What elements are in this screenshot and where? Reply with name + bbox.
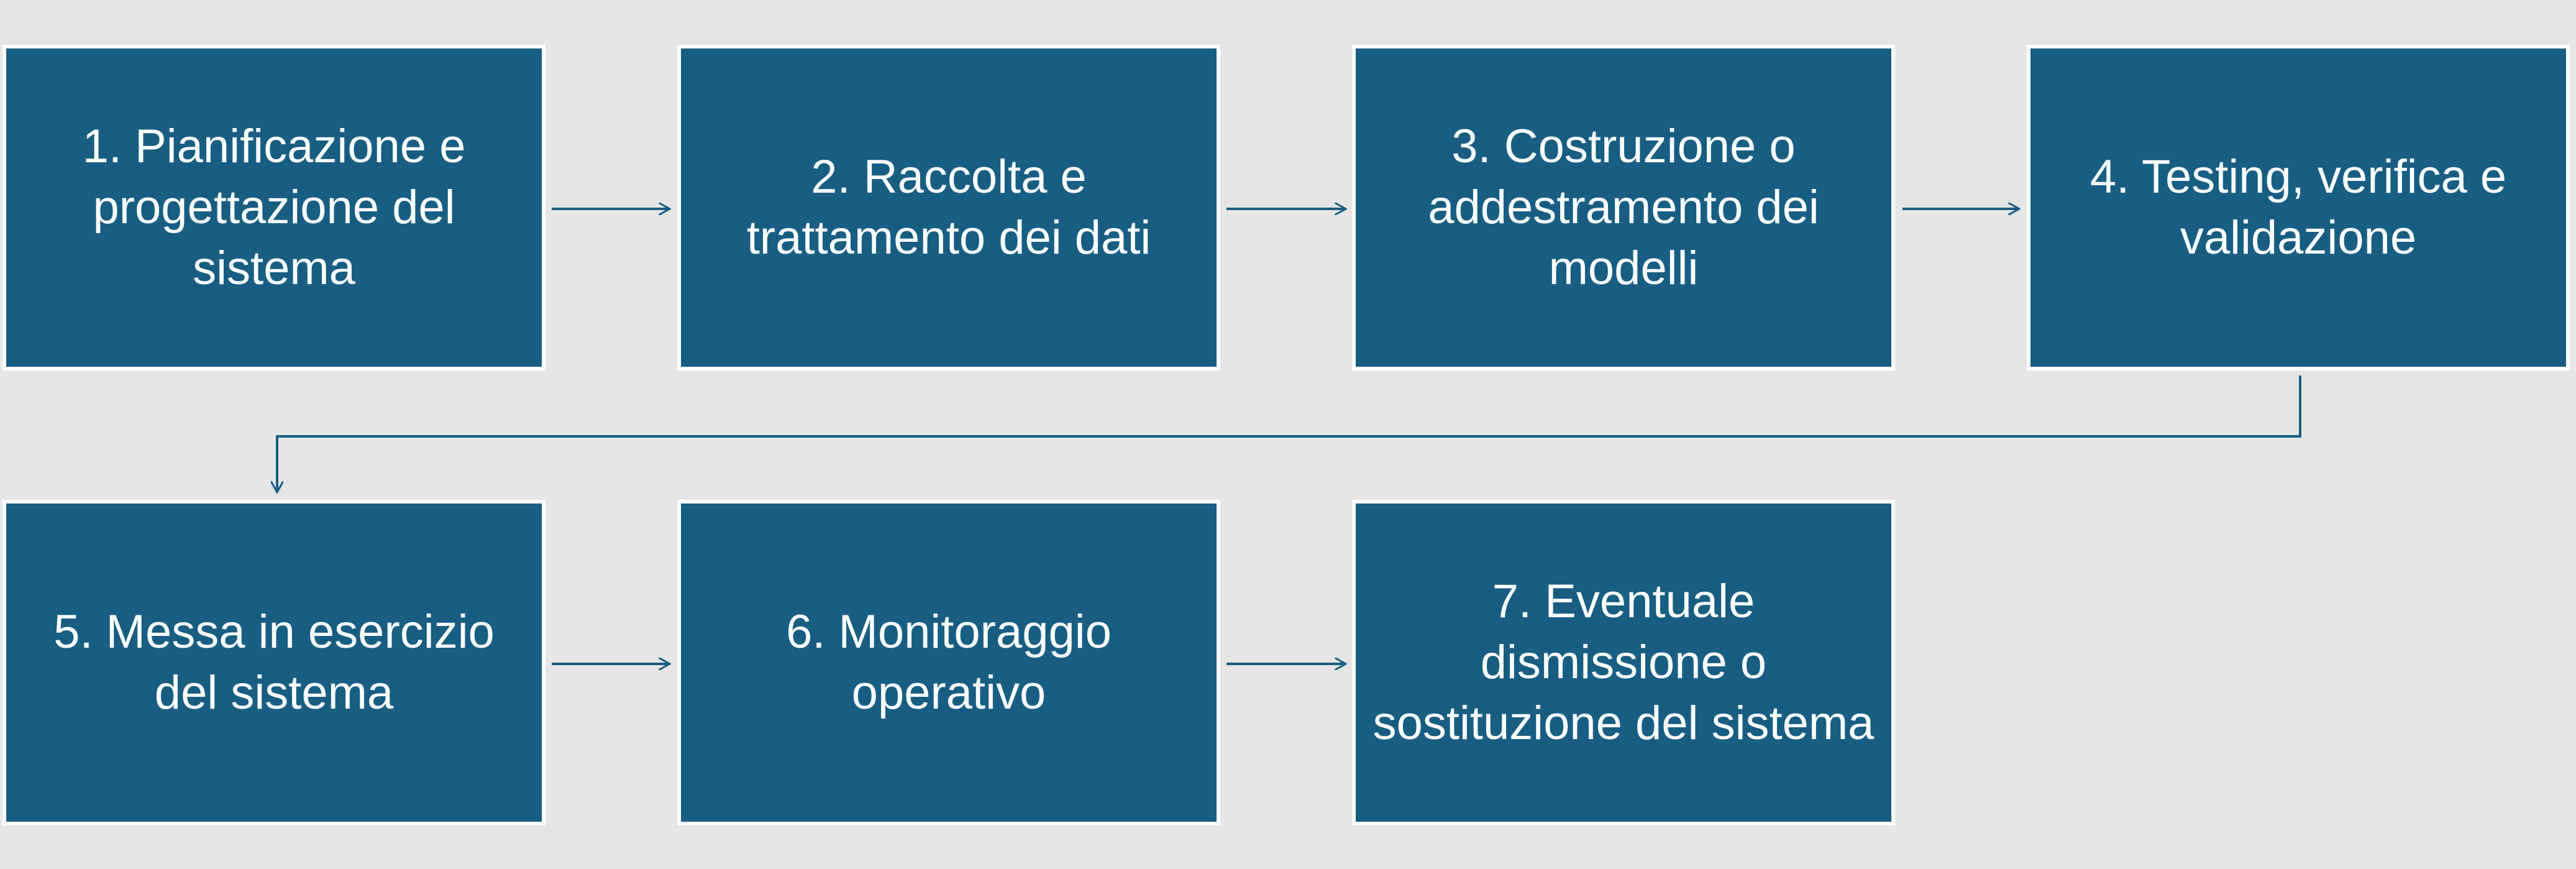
step-3-label: 3. Costruzione o addestramento dei model…: [1428, 120, 1819, 295]
step-2-box: 2. Raccolta e trattamento dei dati: [677, 45, 1220, 370]
step-1-label: 1. Pianificazione e progettazione del si…: [82, 120, 466, 295]
step-4-label: 4. Testing, verifica e validazione: [2090, 150, 2507, 264]
step-1-box: 1. Pianificazione e progettazione del si…: [2, 45, 546, 370]
step-6-label: 6. Monitoraggio operativo: [786, 605, 1112, 719]
step-5-label: 5. Messa in esercizio del sistema: [53, 605, 495, 719]
step-2-label: 2. Raccolta e trattamento dei dati: [746, 150, 1151, 264]
step-7-label: 7. Eventuale dismissione o sostituzione …: [1372, 575, 1875, 750]
step-3-box: 3. Costruzione o addestramento dei model…: [1352, 45, 1895, 370]
step-7-box: 7. Eventuale dismissione o sostituzione …: [1352, 500, 1895, 825]
step-5-box: 5. Messa in esercizio del sistema: [2, 500, 546, 825]
arrow-step-4-to-5: [277, 375, 2301, 492]
step-4-box: 4. Testing, verifica e validazione: [2027, 45, 2570, 370]
step-6-box: 6. Monitoraggio operativo: [677, 500, 1220, 825]
